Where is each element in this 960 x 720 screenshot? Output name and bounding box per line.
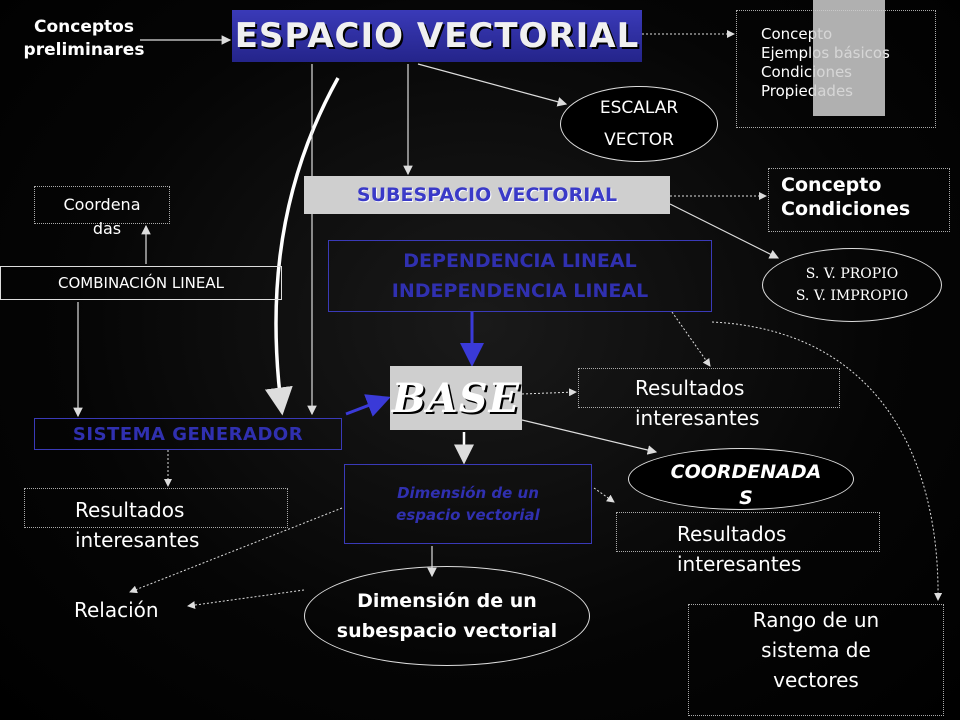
sistema-generador-text: SISTEMA GENERADOR <box>72 423 304 445</box>
dimension-espacio-box: Dimensión de un espacio vectorial <box>344 464 592 544</box>
dimension-espacio-line-1: Dimensión de un <box>397 484 539 502</box>
arrow-dep-res1 <box>671 311 711 367</box>
relacion-label: Relación <box>74 598 159 622</box>
resultados-interesantes-sisgen: Resultados interesantes <box>24 488 288 552</box>
preliminares-label: Conceptos preliminares <box>6 16 162 62</box>
curve-white-sisgen <box>264 77 340 416</box>
concepto-text: Concepto <box>781 174 882 196</box>
escalar-vector-ellipse: ESCALAR VECTOR <box>560 86 718 162</box>
arrow-sisgen-base <box>345 394 391 417</box>
resultados-interesantes-dimension: Resultados interesantes <box>616 512 880 576</box>
resultados-interesantes-base: Resultados interesantes <box>578 368 840 430</box>
rango-line-3: vectores <box>773 668 859 692</box>
escalar-text: ESCALAR <box>599 98 679 118</box>
arrow-title-escalar <box>417 63 568 107</box>
arrow-base-coord <box>521 419 658 455</box>
subespacio-vectorial-box: SUBESPACIO VECTORIAL <box>304 176 670 214</box>
arrow-dim-res3 <box>593 487 615 503</box>
sv-impropio-text: S. V. IMPROPIO <box>795 288 909 304</box>
rango-line-1: Rango de un <box>752 608 880 632</box>
arrow-dep-rango <box>711 321 943 601</box>
resultados-line-2: interesantes <box>635 406 760 430</box>
rango-line-2: sistema de <box>761 638 871 662</box>
combinacion-text: COMBINACIÓN LINEAL <box>58 274 224 292</box>
dimension-espacio-line-2: espacio vectorial <box>396 506 540 524</box>
base-text: BASE <box>391 374 521 422</box>
rango-box: Rango de un sistema de vectores <box>688 604 944 716</box>
condiciones-text: Condiciones <box>781 198 911 220</box>
coordenadas-text-1: COORDENADA <box>670 461 822 483</box>
base-box: BASE <box>390 366 522 430</box>
resultados-line-1: Resultados <box>677 522 787 546</box>
arrow-subesp-sv <box>669 203 780 259</box>
sv-propio-text: S. V. PROPIO <box>805 266 899 282</box>
coordenadas-line-2: das <box>92 219 122 238</box>
dimension-subespacio-ellipse: Dimensión de un subespacio vectorial <box>304 566 590 666</box>
coordenadas-line-1: Coordena <box>63 195 141 214</box>
independencia-text: INDEPENDENCIA LINEAL <box>391 280 649 302</box>
title-text: ESPACIO VECTORIAL <box>234 16 640 56</box>
espacio-vectorial-title: ESPACIO VECTORIAL <box>232 10 642 62</box>
vector-text: VECTOR <box>604 130 674 150</box>
dimension-subespacio-line-1: Dimensión de un <box>357 590 537 612</box>
subespacio-text: SUBESPACIO VECTORIAL <box>356 184 618 206</box>
dependencia-lineal-box: DEPENDENCIA LINEAL INDEPENDENCIA LINEAL <box>328 240 712 312</box>
gray-overlay-bar <box>813 0 885 116</box>
resultados-line-2: interesantes <box>677 552 802 576</box>
resultados-line-1: Resultados <box>75 498 185 522</box>
preliminares-line-2: preliminares <box>23 40 145 60</box>
sistema-generador-box: SISTEMA GENERADOR <box>34 418 342 450</box>
resultados-line-2: interesantes <box>75 528 200 552</box>
resultados-line-1: Resultados <box>635 376 745 400</box>
coordenadas-text-2: S <box>739 487 753 509</box>
dependencia-text: DEPENDENCIA LINEAL <box>403 250 637 272</box>
coordenadas-ellipse: COORDENADA S <box>628 448 854 510</box>
arrow-dimsub-relacion <box>187 589 305 610</box>
dimension-subespacio-line-2: subespacio vectorial <box>336 620 558 642</box>
arrow-base-res1 <box>521 388 577 397</box>
combinacion-lineal-box: COMBINACIÓN LINEAL <box>0 266 282 300</box>
concepto-condiciones-box: Concepto Condiciones <box>768 168 950 232</box>
preliminares-line-1: Conceptos <box>34 17 134 37</box>
coordenadas-box: Coordena das <box>34 186 170 238</box>
sv-propio-ellipse: S. V. PROPIO S. V. IMPROPIO <box>762 248 942 322</box>
